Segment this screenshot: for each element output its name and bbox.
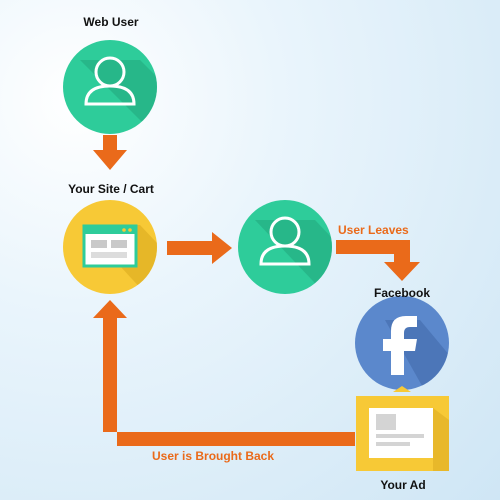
web-user-label: Web User [83, 15, 139, 29]
arrow-down-to-site [93, 135, 127, 170]
arrow-user-leaves [336, 240, 420, 281]
user-brought-back-label: User is Brought Back [152, 449, 275, 463]
facebook-node [355, 296, 449, 390]
browser-window-icon [82, 224, 138, 268]
your-ad-card [356, 386, 449, 471]
user-icon [259, 216, 311, 266]
arrow-right-to-user [167, 232, 232, 264]
web-user-node [63, 40, 157, 134]
user-leaves-label: User Leaves [338, 223, 409, 237]
site-cart-label: Your Site / Cart [68, 182, 154, 196]
user-icon [84, 56, 136, 106]
arrow-user-brought-back [93, 300, 355, 446]
facebook-label: Facebook [373, 286, 431, 300]
your-ad-label: Your Ad [380, 478, 426, 492]
facebook-logo-icon [383, 316, 417, 375]
site-cart-node [63, 200, 157, 294]
leaving-user-node [238, 200, 332, 294]
